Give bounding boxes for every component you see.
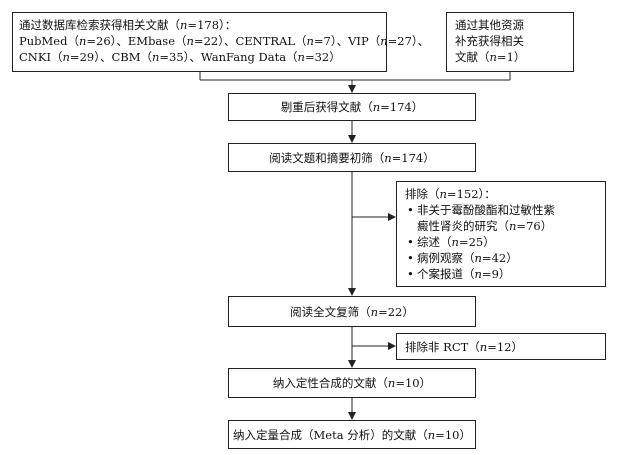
other-sources-box: 通过其他资源 补充获得相关 文献（n=1） — [446, 12, 574, 72]
deduplicated-box: 剔重后获得文献（n=174） — [228, 93, 476, 121]
other-sources-line-2: 补充获得相关 — [455, 34, 524, 48]
exclusion-1-item: 病例观察（n=42） — [405, 250, 597, 266]
deduplicated-label: 剔重后获得文献（n=174） — [280, 100, 424, 114]
fulltext-screen-label: 阅读全文复筛（n=22） — [290, 304, 414, 319]
exclusion-1-item-continued: 癜性肾炎的研究（n=76） — [417, 219, 553, 233]
database-search-line-2: PubMed（n=26）、EMbase（n=22）、CENTRAL（n=7）、V… — [19, 34, 430, 48]
other-sources-line-1: 通过其他资源 — [455, 18, 524, 32]
quantitative-synthesis-label: 纳入定量合成（Meta 分析）的文献（n=10） — [233, 427, 471, 442]
qualitative-synthesis-box: 纳入定性合成的文献（n=10） — [228, 368, 476, 398]
exclusion-2-label: 排除非 RCT（n=12） — [405, 339, 523, 354]
exclusion-1-item: 综述（n=25） — [405, 234, 597, 250]
exclusion-box-1: 排除（n=152）： 非关于霉酚酸酯和过敏性紫 癜性肾炎的研究（n=76） 综述… — [396, 181, 606, 287]
fulltext-screen-box: 阅读全文复筛（n=22） — [228, 296, 476, 327]
qualitative-synthesis-label: 纳入定性合成的文献（n=10） — [272, 376, 432, 390]
quantitative-synthesis-box: 纳入定量合成（Meta 分析）的文献（n=10） — [228, 420, 476, 449]
exclusion-1-item: 个案报道（n=9） — [405, 266, 597, 282]
title-abstract-screen-label: 阅读文题和摘要初筛（n=174） — [269, 150, 435, 165]
exclusion-1-title: 排除（n=152）： — [405, 187, 496, 201]
title-abstract-screen-box: 阅读文题和摘要初筛（n=174） — [228, 143, 476, 172]
exclusion-box-2: 排除非 RCT（n=12） — [396, 333, 606, 360]
exclusion-1-item: 非关于霉酚酸酯和过敏性紫 — [405, 202, 597, 218]
other-sources-line-3: 文献（n=1） — [455, 50, 526, 64]
database-search-line-1: 通过数据库检索获得相关文献（n=178）： — [19, 18, 237, 32]
database-search-box: 通过数据库检索获得相关文献（n=178）： PubMed（n=26）、EMbas… — [12, 12, 430, 72]
database-search-line-3: CNKI（n=29）、CBM（n=35）、WanFang Data（n=32） — [19, 50, 341, 64]
